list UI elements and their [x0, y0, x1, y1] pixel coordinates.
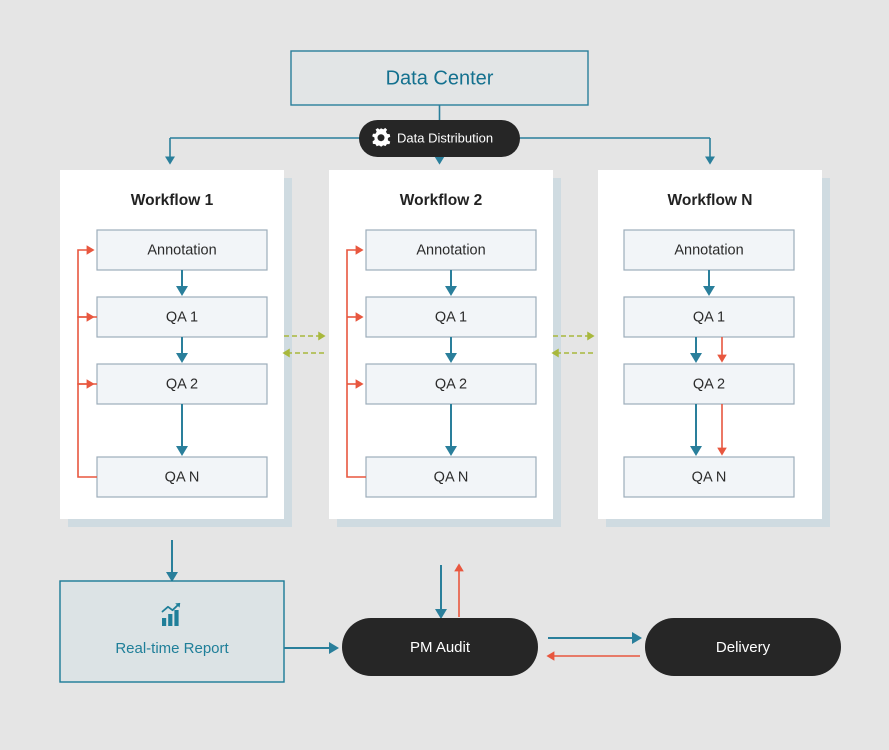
- wf1-step-qa2-label: QA 2: [166, 376, 198, 392]
- data-distribution-pill[interactable]: [359, 120, 520, 157]
- wf1-step-annotation-label: Annotation: [147, 242, 216, 258]
- wfn-step-qan-label: QA N: [692, 469, 727, 485]
- delivery-label: Delivery: [716, 639, 771, 656]
- wfn-step-qa2[interactable]: [623, 363, 795, 405]
- wf2-step-qa1-label: QA 1: [435, 309, 467, 325]
- real-time-report-node[interactable]: Real-time Report: [59, 580, 285, 683]
- wf1-rework-3: [77, 379, 97, 478]
- pm-audit-node[interactable]: PM Audit: [342, 618, 538, 676]
- wf1-step-annotation[interactable]: [96, 229, 268, 271]
- wf2-step-qa2[interactable]: [365, 363, 537, 405]
- workflow-card-2[interactable]: Workflow 2 Annotation QA 1 QA 2 QA N: [329, 170, 561, 527]
- wf2-step-qa1[interactable]: [365, 296, 537, 338]
- real-time-report-label: Real-time Report: [115, 640, 229, 657]
- wf1-step-qa2[interactable]: [96, 363, 268, 405]
- wf2-step-qan-label: QA N: [434, 469, 469, 485]
- wf2-step-qan[interactable]: [365, 456, 537, 498]
- workflow-card-2-title: Workflow 2: [400, 192, 482, 209]
- wfn-step-annotation-label: Annotation: [674, 242, 743, 258]
- workflow-card-1-title: Workflow 1: [131, 192, 214, 209]
- cross-link-right-gap: [551, 331, 595, 358]
- wf2-step-annotation-label: Annotation: [416, 242, 485, 258]
- cross-link-left-gap: [282, 331, 326, 358]
- data-center-box[interactable]: [290, 50, 589, 106]
- real-time-report-box[interactable]: [59, 580, 285, 683]
- delivery-pill[interactable]: [645, 618, 841, 676]
- wf2-step-qa2-label: QA 2: [435, 376, 467, 392]
- wf1-step-qan-label: QA N: [165, 469, 200, 485]
- data-distribution-label: Data Distribution: [397, 130, 493, 145]
- workflow-card-n[interactable]: Workflow N Annotation QA 1 QA 2 QA N: [598, 170, 830, 527]
- wf2-rework-spine: [346, 245, 366, 478]
- data-center-node[interactable]: Data Center: [290, 50, 589, 106]
- gear-icon: [372, 127, 391, 147]
- data-center-label: Data Center: [386, 67, 494, 89]
- workflow-card-1[interactable]: Workflow 1 Annotation QA 1 QA 2 QA N: [60, 170, 292, 527]
- wfn-step-qa2-label: QA 2: [693, 376, 725, 392]
- wfn-step-qan[interactable]: [623, 456, 795, 498]
- workflow-card-n-title: Workflow N: [668, 192, 753, 209]
- pm-audit-pill[interactable]: [342, 618, 538, 676]
- wfn-step-qa1-label: QA 1: [693, 309, 725, 325]
- pm-audit-label: PM Audit: [410, 639, 471, 656]
- wf1-step-qan[interactable]: [96, 456, 268, 498]
- bar-chart-trend-icon: [161, 602, 181, 626]
- wf2-step-annotation[interactable]: [365, 229, 537, 271]
- delivery-node[interactable]: Delivery: [645, 618, 841, 676]
- wfn-step-qa1[interactable]: [623, 296, 795, 338]
- wf1-step-qa1-label: QA 1: [166, 309, 198, 325]
- data-distribution-node[interactable]: Data Distribution: [359, 120, 520, 157]
